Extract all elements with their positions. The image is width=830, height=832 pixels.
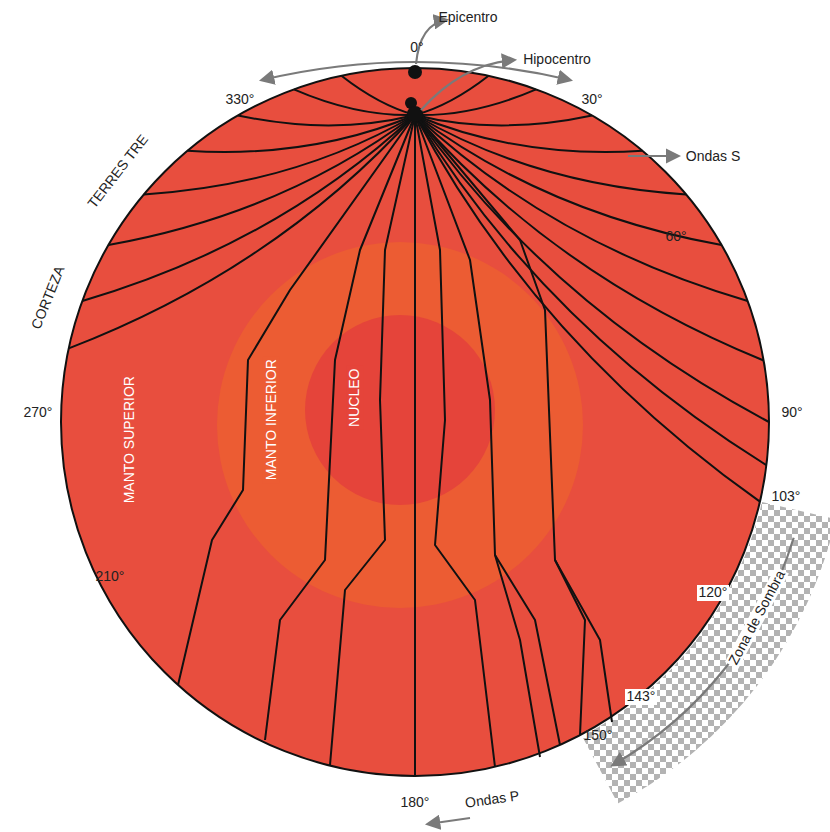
s-wave-ray <box>415 115 592 125</box>
s-wave-ray <box>415 115 760 502</box>
s-wave-ray <box>415 89 536 115</box>
degree-mark: 210° <box>96 569 125 584</box>
degree-mark: 90° <box>781 405 802 420</box>
degree-mark: 120° <box>697 585 730 600</box>
s-wave-ray <box>69 115 415 348</box>
upper-mantle-fill <box>61 68 769 776</box>
degree-mark: 103° <box>770 489 803 504</box>
s-wave-ray <box>294 89 415 115</box>
s-wave-ray <box>238 115 415 125</box>
s-wave-ray <box>415 115 686 194</box>
lower-mantle-layer: MANTO INFERIOR NUCLEO <box>217 242 583 608</box>
layer-label: CORTEZA <box>28 264 67 332</box>
layer-label: MANTO INFERIOR <box>263 356 280 483</box>
point-label: Hipocentro <box>523 52 591 67</box>
layer-label: MANTO SUPERIOR <box>121 373 138 506</box>
p-wave-rays <box>178 115 612 776</box>
degree-mark: 143° <box>625 689 658 704</box>
degree-mark: 330° <box>226 92 255 107</box>
s-wave-ray <box>415 115 764 361</box>
core-layer: NUCLEO <box>305 315 495 505</box>
pointer-arrows <box>262 20 794 824</box>
epicenter-dot <box>408 65 422 79</box>
s-wave-ray <box>415 115 766 465</box>
degree-mark: 60° <box>665 229 686 244</box>
hypocenter-dot <box>407 106 423 122</box>
point-label: Epicentro <box>438 10 497 25</box>
degree-mark: 30° <box>581 92 602 107</box>
degree-mark: 150° <box>584 728 613 743</box>
upper-mantle-layer: MANTO SUPERIOR MANTO INFERIOR NUCLEO <box>61 68 769 776</box>
lower-mantle-fill <box>217 242 583 608</box>
earth-outline <box>61 68 769 776</box>
wave-label: Ondas P <box>464 789 520 812</box>
degree-mark: 270° <box>24 405 53 420</box>
wave-label: Ondas S <box>686 149 740 164</box>
degree-mark: 0° <box>410 40 423 55</box>
s-wave-ray <box>144 115 415 194</box>
degree-mark: 180° <box>401 795 430 810</box>
layer-label: NUCLEO <box>346 366 363 430</box>
s-wave-ray <box>415 115 769 422</box>
